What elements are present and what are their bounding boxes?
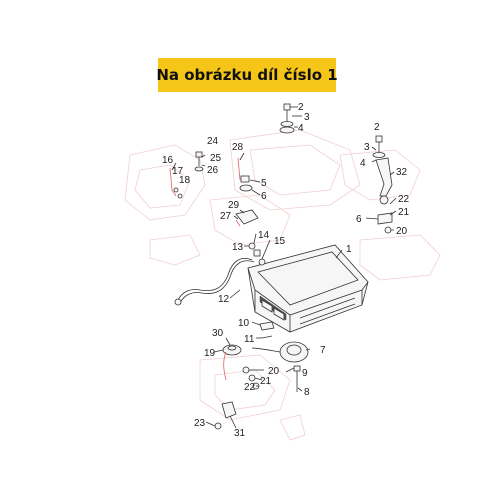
callout-label: 8 [304,387,310,398]
callout-label: 12 [218,294,230,305]
callout-label: 22 [398,194,410,205]
callout-label: 2 [374,122,380,133]
callout-label: 7 [320,345,326,356]
callout-label: 21 [398,207,410,218]
callout-label: 19 [204,348,216,359]
callout-label: 17 [172,166,184,177]
sensor-part-7 [222,341,309,381]
callout-label: 32 [396,167,408,178]
cable-part-12 [174,258,255,306]
small-parts-24-26 [194,151,204,172]
callout-label: 5 [261,178,267,189]
callout-label: 14 [258,230,270,241]
clamp-part-31 [214,401,237,430]
callout-label: 22 [244,382,256,393]
callout-label: 27 [220,211,232,222]
bolt-set-top [279,103,295,134]
callout-label: 4 [360,158,366,169]
callout-label: 6 [261,191,267,202]
callout-label: 30 [212,328,224,339]
callout-label: 26 [207,165,219,176]
callout-label: 20 [268,366,280,377]
callout-label: 9 [302,368,308,379]
callout-label: 4 [298,123,304,134]
callout-label: 21 [260,376,272,387]
callout-label: 15 [274,236,286,247]
callout-labels: 2 3 4 24 25 26 16 17 18 28 5 6 2 3 4 32 … [162,102,410,439]
bracket-part-32 [372,135,393,234]
callout-label: 11 [244,334,255,345]
small-parts-28-5-6 [237,157,253,192]
callout-label: 3 [304,112,310,123]
callout-label: 24 [207,136,219,147]
part-number-banner: Na obrázku díl číslo 1 [156,58,338,92]
callout-label: 20 [396,226,408,237]
callout-label: 10 [238,318,250,329]
callout-label: 1 [346,244,352,255]
connector-parts-13-15 [248,242,266,266]
callout-label: 2 [298,102,304,113]
callout-label: 23 [194,418,206,429]
callout-label: 6 [356,214,362,225]
callout-label: 16 [162,155,174,166]
callout-label: 25 [210,153,222,164]
small-parts-16-18 [169,167,183,199]
callout-label: 13 [232,242,244,253]
callout-label: 31 [234,428,246,439]
callout-label: 29 [228,200,240,211]
control-unit-part-1 [247,244,369,333]
bracket-part-29-27 [235,209,259,227]
leader-lines [171,106,397,429]
callout-label: 18 [179,175,191,186]
callout-label: 3 [364,142,370,153]
small-parts-10-11 [259,321,275,339]
callout-label: 28 [232,142,244,153]
